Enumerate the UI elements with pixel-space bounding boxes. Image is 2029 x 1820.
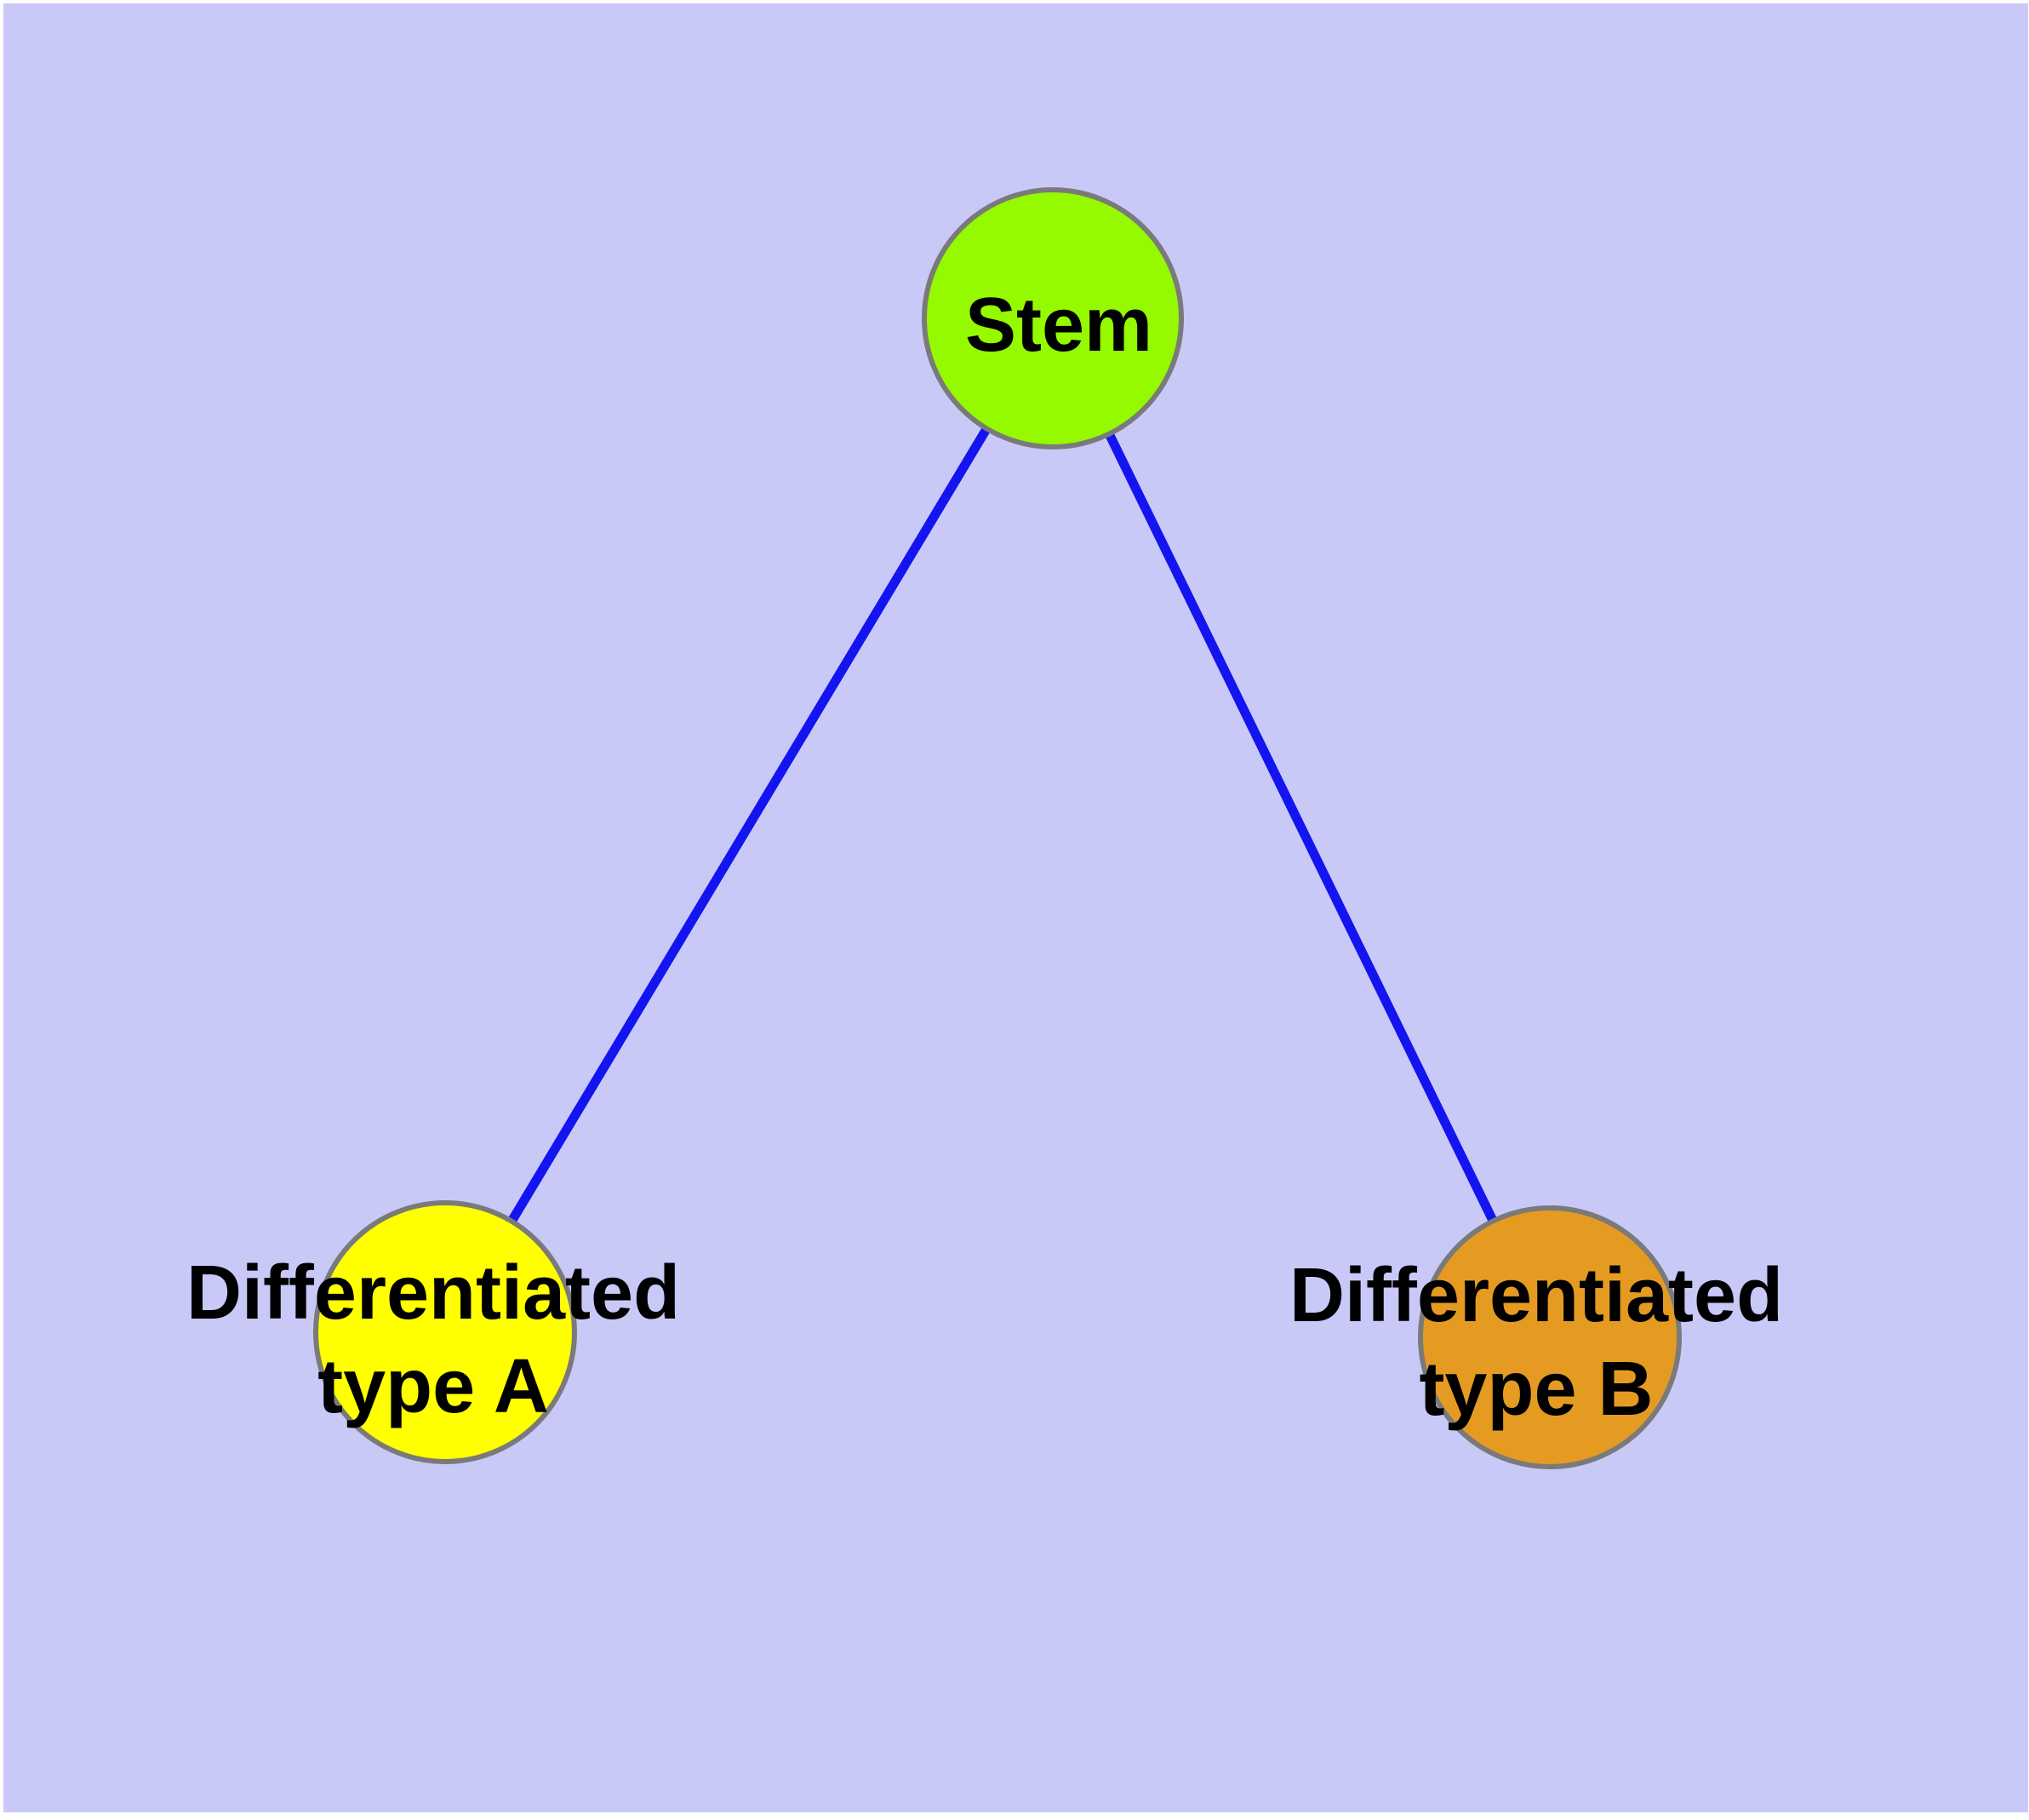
node-typeB-circle — [1418, 1205, 1682, 1469]
node-stem-label-text: Stem — [964, 283, 1153, 368]
diagram-svg — [313, 187, 1682, 1469]
node-typeB-label-line1: Differentiated — [1289, 1253, 1784, 1338]
edge-stem-to-typeA — [441, 316, 1057, 1335]
node-stem-label: Stem — [965, 278, 1152, 372]
edge-stem-to-typeB — [1049, 316, 1554, 1340]
node-typeA-circle — [313, 1200, 577, 1464]
node-typeA-label-line2: type A — [317, 1344, 549, 1429]
node-typeA-label-line1: Differentiated — [186, 1251, 681, 1336]
node-stem-circle — [922, 187, 1184, 449]
node-typeB-label: Differentiated type B — [1289, 1249, 1783, 1436]
node-typeA-label: Differentiated type A — [186, 1246, 680, 1434]
diagram-canvas: Stem Differentiated type A Differentiate… — [3, 3, 2028, 1812]
node-typeB-label-line2: type B — [1419, 1347, 1654, 1432]
